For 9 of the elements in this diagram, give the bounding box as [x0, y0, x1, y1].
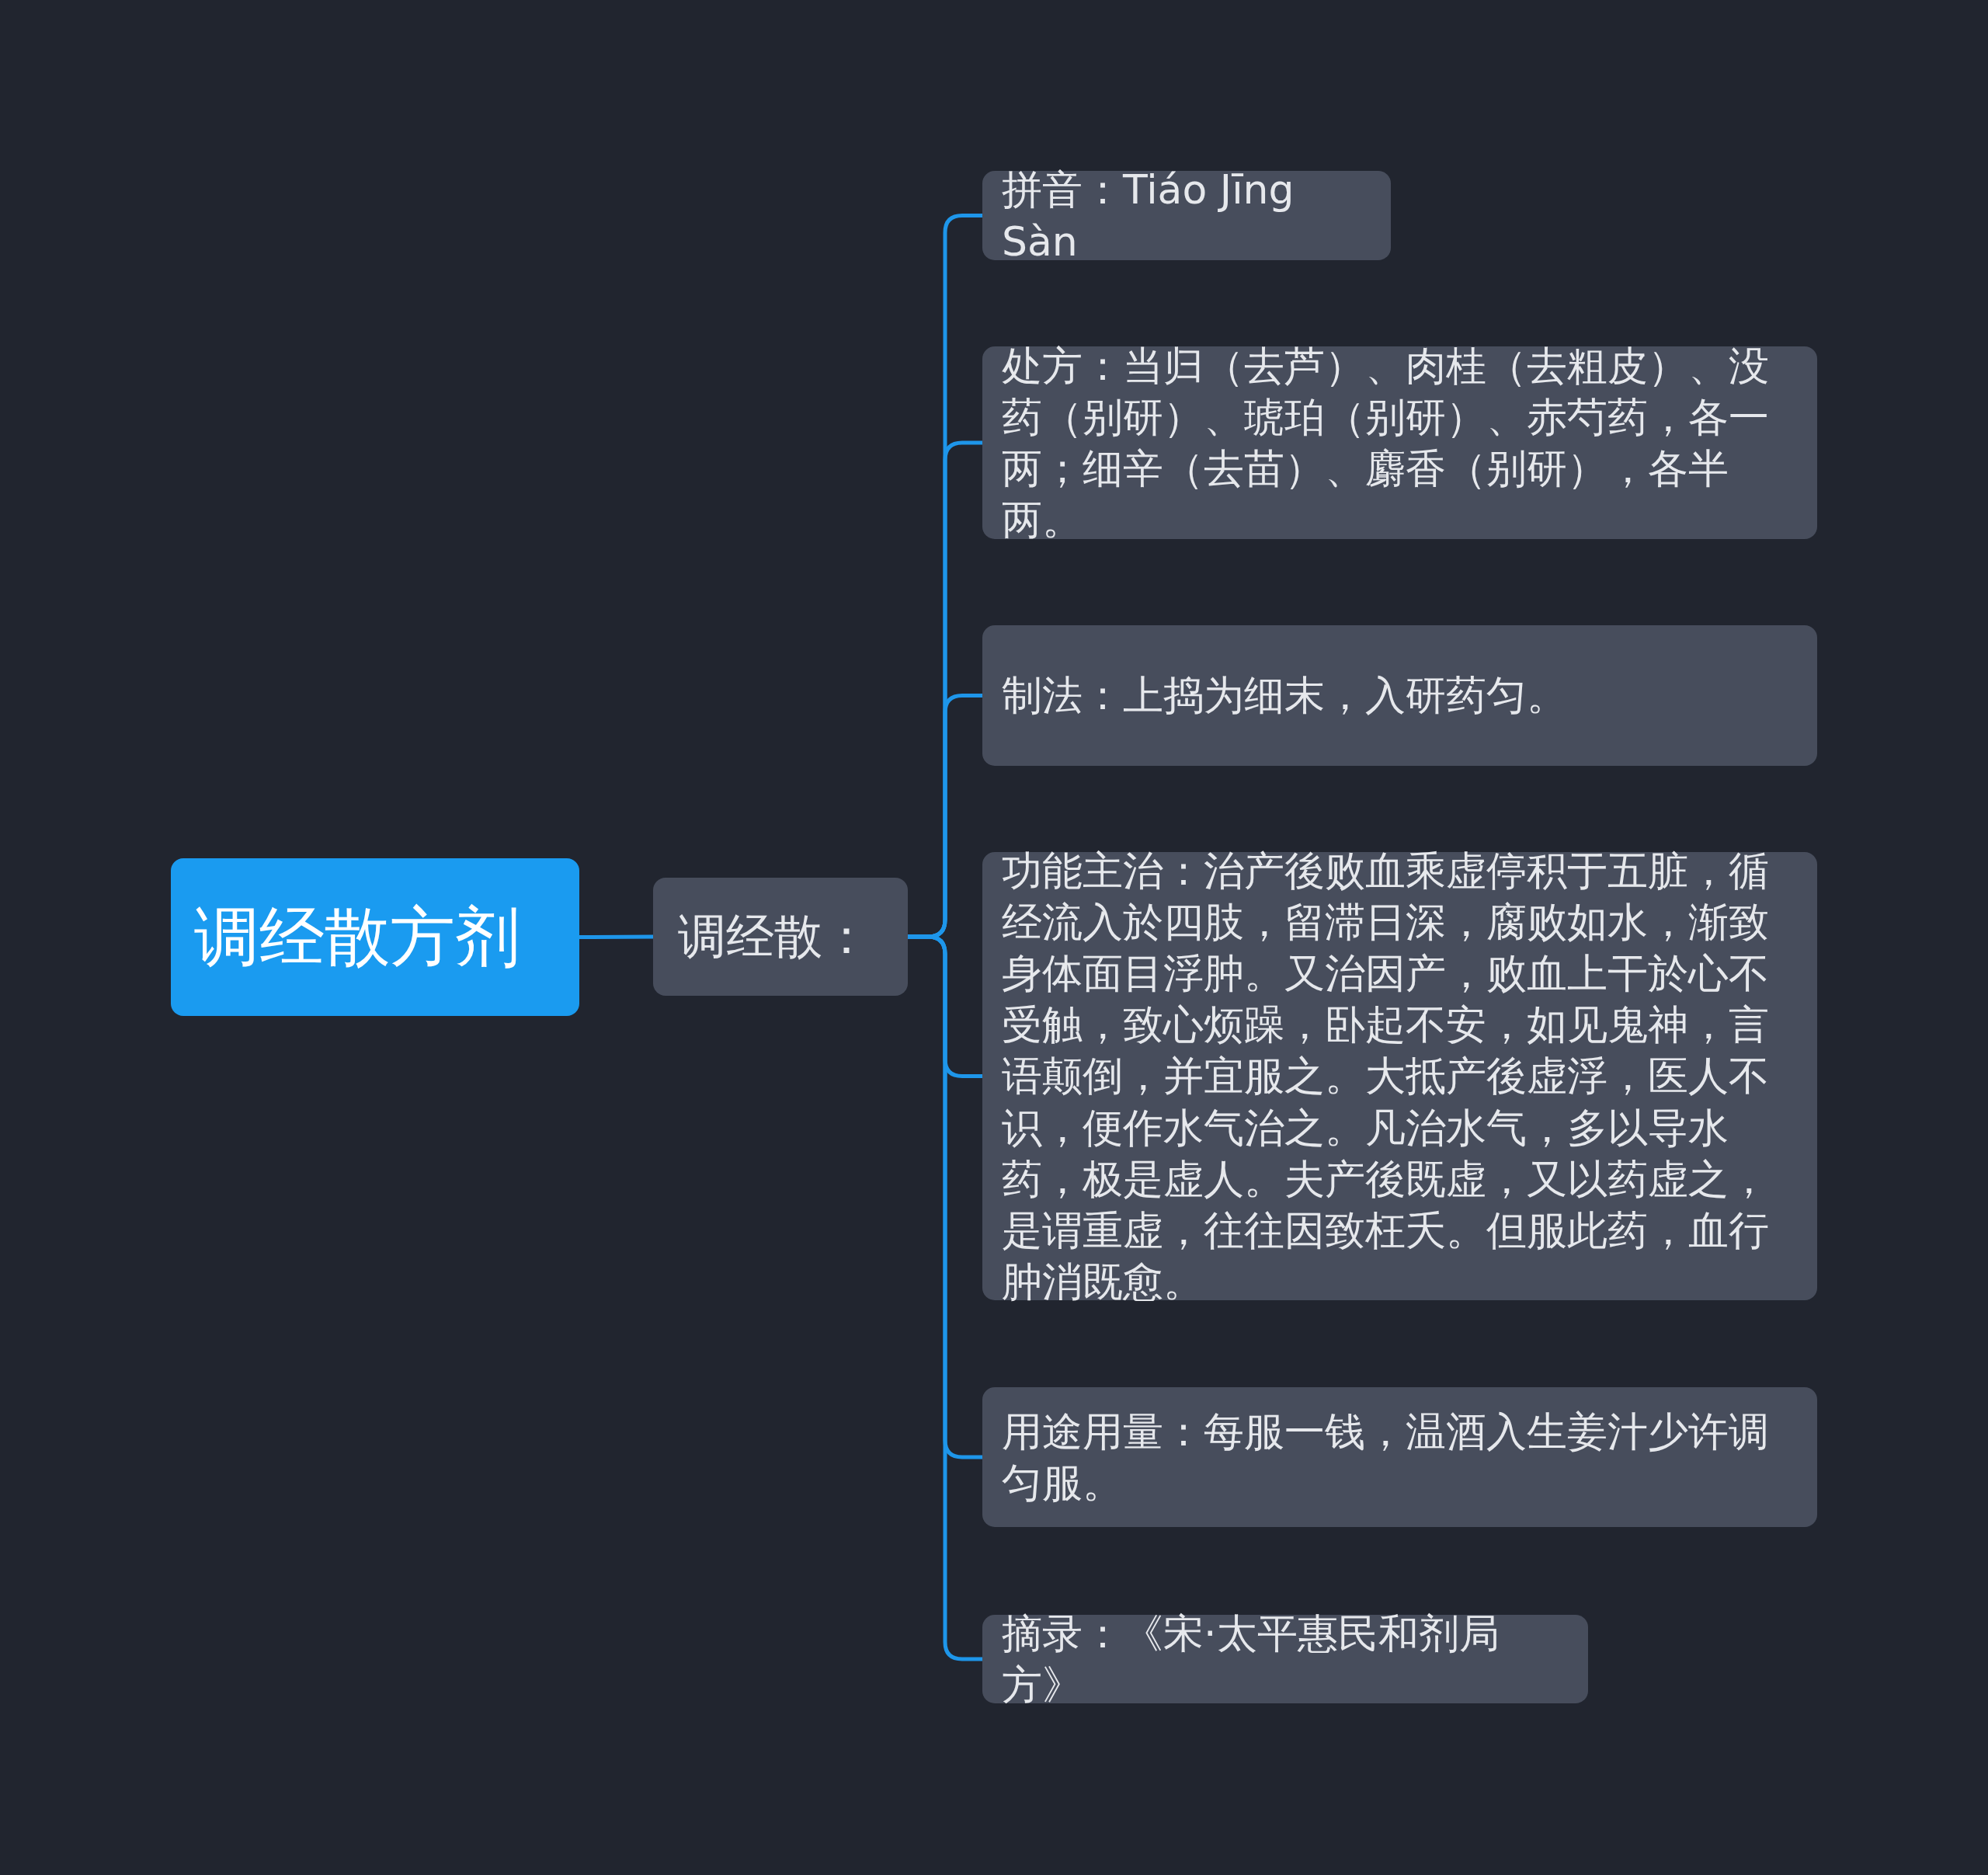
connector-line — [579, 934, 653, 939]
topic-box: 摘录：《宋·太平惠民和剂局方》 — [982, 1615, 1588, 1703]
topic-box: 处方：当归（去芦）、肉桂（去粗皮）、没药（别研）、琥珀（别研）、赤芍药，各一两；细辛（去苗）、麝香（别研），各半两。 — [982, 346, 1817, 539]
topic-box: 调经散： — [653, 878, 908, 996]
topic-box: 拼音：Tiáo Jīng Sàn — [982, 171, 1391, 260]
topic-box: 制法：上捣为细末，入研药匀。 — [982, 625, 1817, 766]
topic-box: 功能主治：治产後败血乘虚停积于五脏，循经流入於四肢，留滞日深，腐败如水，渐致身体面目浮肿。又治因产，败血上干於心不受触，致心烦躁，卧起不安，如见鬼神，言语颠倒，并宜服之。大抵产後虚浮，医人不识，便作水气治之。凡治水气，多以导水药，极是虚人。夫产後既虚，又以药虚之，是谓重虚，往往因致枉夭。但服此药，血行肿消既愈。 — [982, 852, 1817, 1300]
root-topic-box: 调经散方剂 — [171, 858, 579, 1016]
topic-box: 用途用量：每服一钱，温酒入生姜汁少许调匀服。 — [982, 1387, 1817, 1527]
